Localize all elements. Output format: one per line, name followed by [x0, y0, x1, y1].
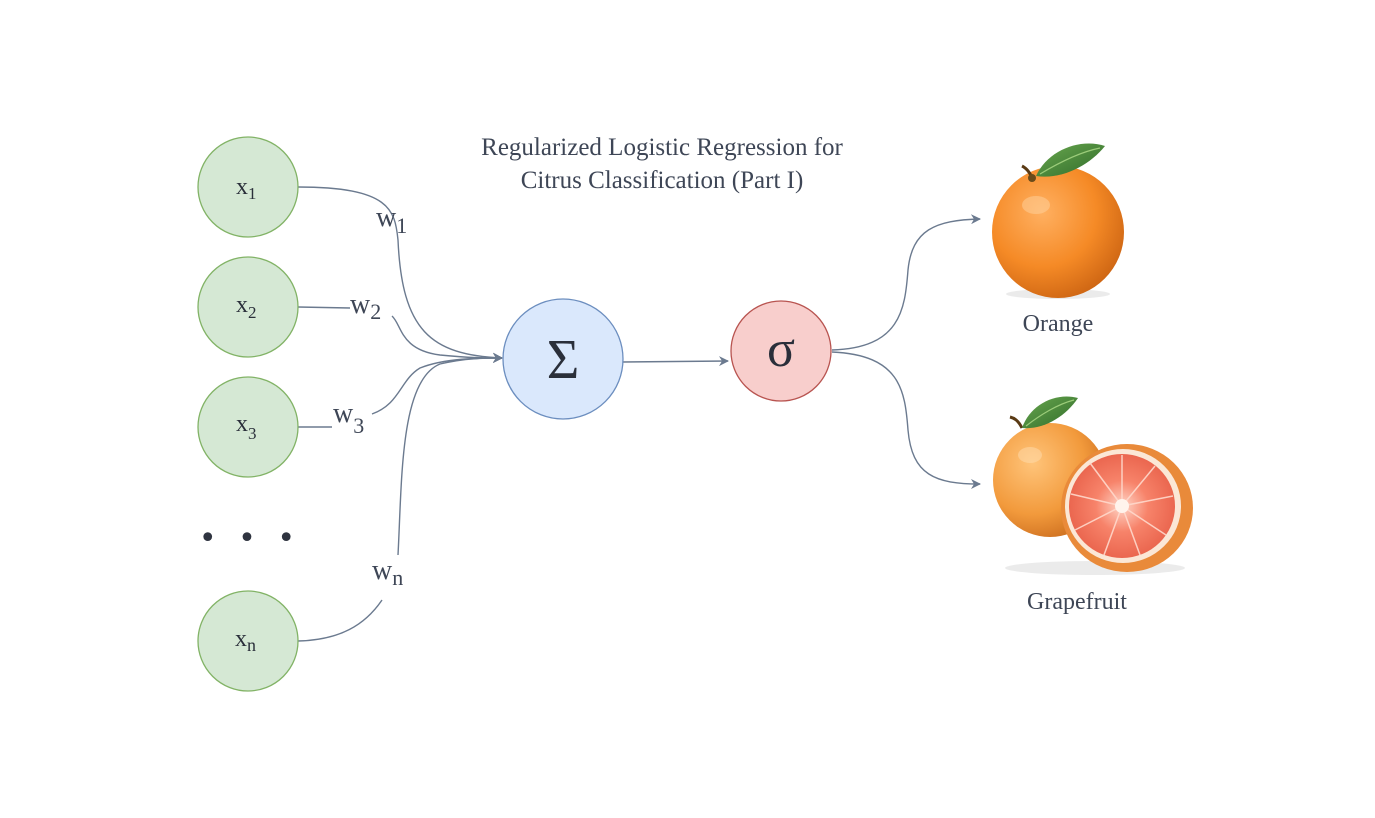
- diagram-title-line-2: Citrus Classification (Part I): [521, 167, 804, 194]
- input-x1-sub: 1: [248, 184, 257, 203]
- orange-fruit-icon: [992, 143, 1124, 299]
- sum-node: Σ: [502, 298, 624, 420]
- diagram-title-line-1: Regularized Logistic Regression for: [481, 134, 843, 161]
- edge-x2-sum: [297, 306, 502, 358]
- edge-x1-sum: [297, 186, 503, 363]
- input-edges: [297, 186, 981, 642]
- input-xn-base: x: [235, 626, 247, 652]
- input-xn-sub: n: [247, 635, 256, 655]
- svg-text:xn: xn: [235, 626, 256, 655]
- input-x3-base: x: [236, 411, 248, 437]
- input-node-x2: x2: [197, 256, 299, 358]
- edge-sigmoid-orange: [831, 214, 981, 351]
- weight-w2: w2: [350, 289, 381, 324]
- edge-xn-sum: [297, 358, 502, 642]
- input-x1-base: x: [236, 174, 248, 200]
- weight-w3: w3: [333, 398, 364, 438]
- sum-symbol: Σ: [547, 329, 580, 391]
- svg-text:x3: x3: [236, 411, 257, 443]
- input-node-x1: x1: [197, 136, 299, 238]
- weight-w1: w1: [376, 202, 407, 238]
- input-x2-sub: 2: [248, 303, 257, 322]
- sigmoid-symbol: σ: [767, 321, 795, 378]
- input-x2-base: x: [236, 292, 248, 318]
- input-node-x3: x3: [197, 376, 299, 478]
- output-label-grapefruit: Grapefruit: [1027, 589, 1127, 615]
- grapefruit-icon: [993, 396, 1193, 575]
- input-node-xn: xn: [197, 590, 299, 692]
- edge-x3-sum: [298, 358, 502, 428]
- output-label-orange: Orange: [1023, 311, 1094, 337]
- svg-text:x2: x2: [236, 292, 257, 322]
- input-ellipsis: • • •: [199, 521, 301, 556]
- sigmoid-node: σ: [730, 300, 832, 402]
- input-x3-sub: 3: [248, 424, 257, 443]
- edge-sum-sigmoid: [621, 356, 729, 367]
- svg-text:x1: x1: [236, 174, 257, 203]
- weight-wn: wn: [372, 555, 403, 590]
- edge-sigmoid-grapefruit: [831, 351, 981, 489]
